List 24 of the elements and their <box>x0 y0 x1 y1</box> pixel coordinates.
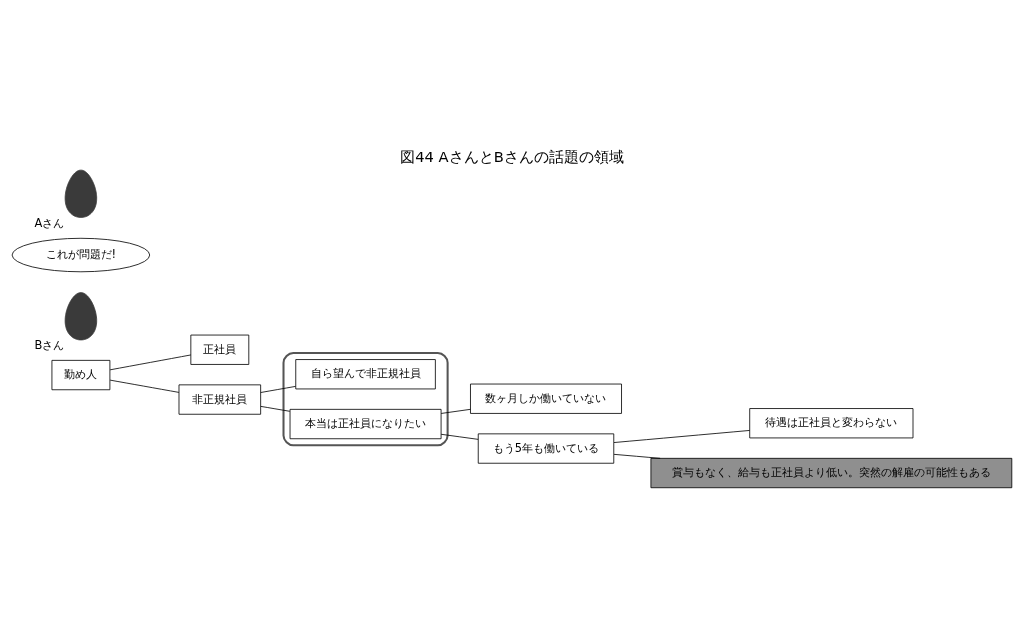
connector <box>260 405 291 412</box>
node-ellipse: これが問題だ! <box>11 237 151 272</box>
node-box: 本当は正社員になりたい <box>289 408 442 439</box>
node-person <box>64 169 98 218</box>
node-box: 賞与もなく、給与も正社員より低い。突然の解雇の可能性もある <box>650 457 1013 488</box>
cluster <box>282 351 449 446</box>
node-box: 待遇は正社員と変わらない <box>749 407 914 438</box>
connector <box>109 354 192 370</box>
node-box: 数ヶ月しか働いていない <box>470 383 622 414</box>
connector <box>260 385 296 393</box>
diagram-title: 図44 AさんとBさんの話題の領域 <box>400 147 624 165</box>
node-person <box>64 291 98 340</box>
node-box: 非正規社員 <box>178 383 262 415</box>
connector <box>109 379 180 393</box>
node-box: 勤め人 <box>51 359 111 390</box>
connector <box>613 429 751 443</box>
node-label: Aさん <box>34 215 65 230</box>
connector <box>440 433 479 440</box>
node-label: Bさん <box>34 337 65 352</box>
node-box: 自ら望んで非正規社員 <box>295 358 436 389</box>
connector <box>440 408 471 414</box>
node-box: 正社員 <box>190 334 250 365</box>
node-box: もう5年も働いている <box>477 432 615 464</box>
connector <box>613 453 661 459</box>
